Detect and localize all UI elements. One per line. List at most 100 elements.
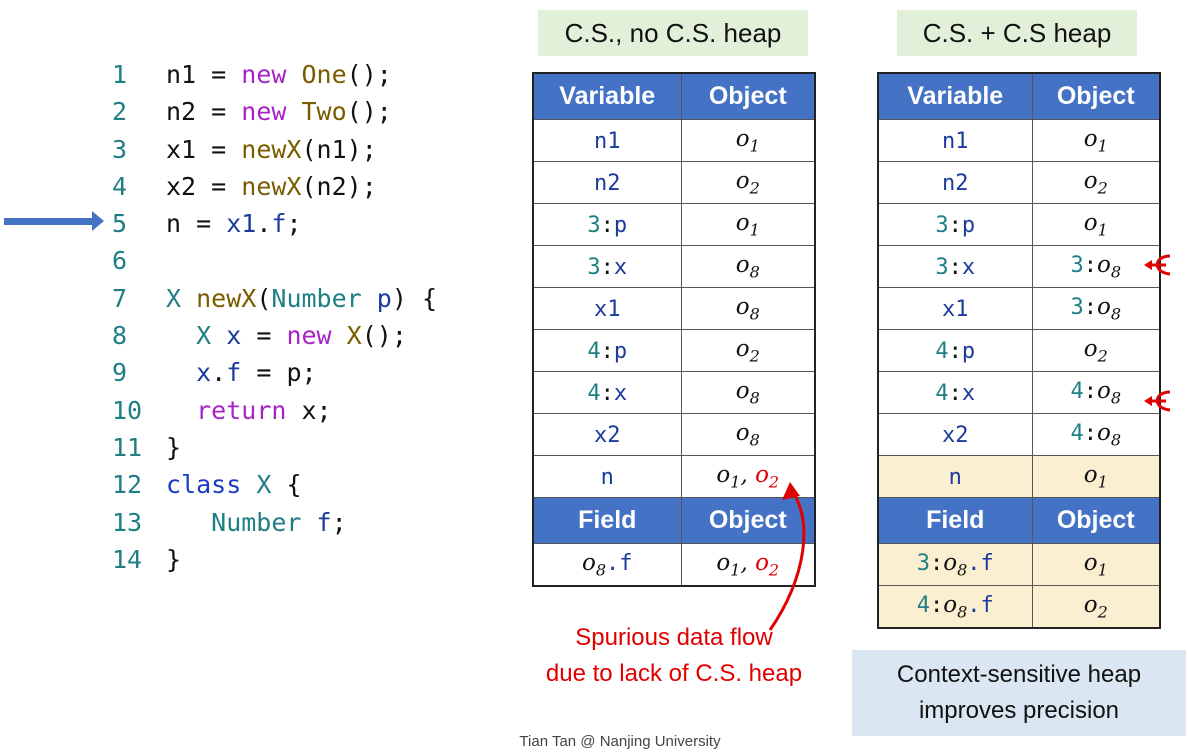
call-context: 3	[587, 255, 601, 280]
code-token	[241, 470, 256, 499]
code-token: X	[166, 283, 182, 313]
line-number: 13	[112, 507, 143, 537]
object-label: o2	[736, 167, 760, 198]
code-line: 10 return x;	[112, 392, 437, 429]
current-line-arrow-icon	[4, 218, 94, 225]
line-number: 12	[112, 470, 143, 500]
code-token: ;	[286, 209, 302, 239]
call-context: 4	[587, 381, 601, 406]
code-line: 6	[112, 242, 437, 279]
code-token: x1	[226, 209, 257, 239]
code-token	[332, 321, 347, 350]
code-token: X	[346, 321, 362, 351]
variable-cell: 4:x	[877, 371, 1033, 414]
code-line: 11}	[112, 429, 437, 466]
variable-cell: n2	[532, 161, 682, 204]
object-name: o	[1083, 126, 1098, 153]
object-label: o1	[1083, 549, 1108, 580]
code-token: x	[226, 321, 242, 351]
variable-name: x	[961, 381, 976, 406]
curved-arrow-left-icon	[1144, 254, 1171, 276]
object-subscript: 8	[1110, 388, 1122, 408]
right-table-title: C.S. + C.S heap	[897, 10, 1137, 56]
context-separator: :	[948, 213, 962, 238]
code-token	[211, 321, 226, 350]
table-row: n2 o2	[877, 161, 1161, 204]
context-separator: :	[948, 255, 962, 280]
object-cell: o8	[680, 245, 816, 288]
object-separator: ,	[740, 462, 756, 489]
object-header: Object	[1031, 72, 1161, 120]
line-number: 6	[112, 246, 128, 276]
code-token: ();	[361, 321, 407, 351]
object-name: o	[755, 462, 769, 489]
object-label: o2	[736, 335, 760, 366]
object-label: 4:o8	[1070, 377, 1121, 408]
code-token: f	[226, 358, 242, 388]
object-name: o	[581, 550, 596, 577]
variable-name: x	[961, 255, 976, 280]
spurious-flow-note: Spurious data flow due to lack of C.S. h…	[520, 620, 828, 692]
context-separator: :	[1083, 421, 1097, 447]
code-token: ();	[346, 97, 392, 127]
variable-name: x1	[594, 297, 621, 322]
object-label: o2	[755, 549, 779, 580]
object-subscript: 2	[749, 346, 760, 366]
object-cell: o1, o2	[680, 543, 816, 587]
object-cell: o2	[1031, 585, 1161, 629]
object-label: o2	[1084, 167, 1108, 198]
variable-cell: x1	[877, 287, 1033, 330]
spurious-note-line1: Spurious data flow	[575, 624, 773, 651]
variable-cell: 3:x	[877, 245, 1033, 288]
call-context: 4	[935, 381, 949, 406]
precision-note: Context-sensitive heap improves precisio…	[852, 650, 1186, 736]
object-subscript: 8	[749, 388, 760, 408]
field-object-header: Object	[680, 497, 816, 544]
code-token: x;	[286, 395, 332, 425]
code-token: x	[196, 358, 212, 388]
context-separator: :	[929, 593, 944, 619]
object-name: o	[1083, 550, 1098, 577]
code-token: n2 =	[166, 97, 242, 127]
object-separator: ,	[740, 550, 756, 577]
line-number: 3	[112, 134, 128, 164]
object-label: o1	[716, 461, 740, 492]
object-label: o8	[736, 419, 760, 450]
object-subscript: 8	[749, 304, 760, 324]
line-number: 14	[112, 544, 143, 574]
object-subscript: 2	[768, 472, 780, 492]
left-table-title: C.S., no C.S. heap	[538, 10, 808, 56]
code-token: return	[196, 395, 287, 425]
code-token: Two	[301, 97, 347, 127]
code-token: }	[166, 432, 182, 462]
variable-name: n1	[594, 129, 621, 154]
code-token: newX	[241, 171, 302, 201]
variable-name: x	[613, 255, 628, 280]
code-token: =	[241, 321, 287, 351]
variable-cell: 3:p	[532, 203, 682, 246]
object-name: o	[755, 550, 769, 577]
code-token: x1 =	[166, 134, 242, 164]
object-subscript: 1	[1097, 220, 1108, 240]
line-number: 1	[112, 60, 128, 89]
object-name: o	[943, 592, 958, 619]
object-subscript: 8	[1110, 262, 1122, 282]
object-cell: o1	[1031, 203, 1161, 246]
code-token: Number	[271, 283, 362, 313]
code-token: class	[166, 470, 242, 500]
code-token: ) {	[391, 283, 437, 313]
heap-context: 3	[916, 551, 930, 577]
object-label: o1	[1083, 125, 1108, 156]
object-header: Object	[680, 72, 816, 120]
object-label: 3:o8	[1070, 251, 1121, 282]
object-cell: o2	[680, 329, 816, 372]
variable-cell: n2	[877, 161, 1033, 204]
